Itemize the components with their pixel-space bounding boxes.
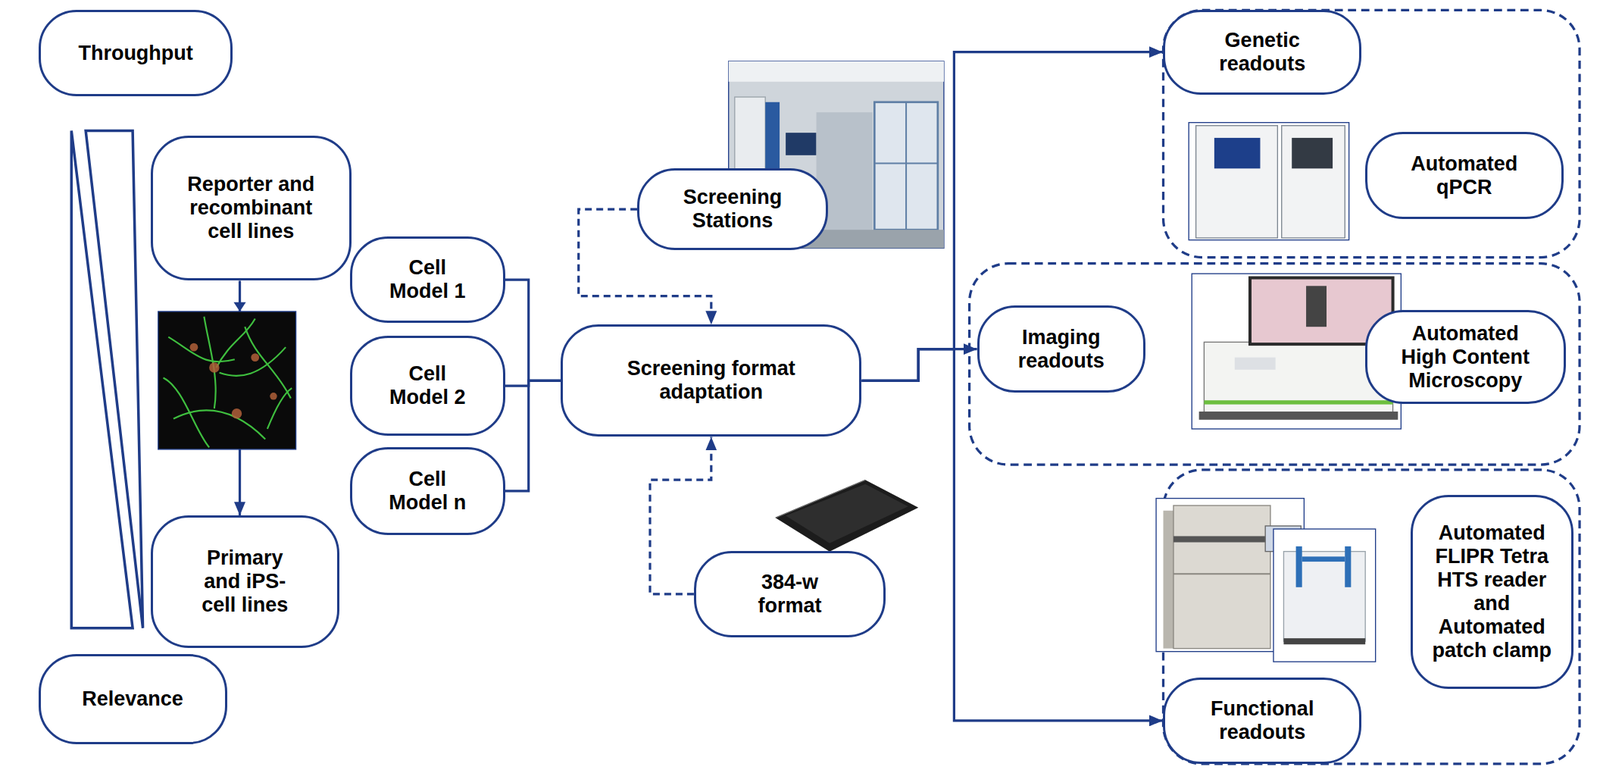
box-label: Cell Model 1 <box>385 256 469 304</box>
box-label: Automated High Content Microscopy <box>1393 321 1538 393</box>
rounded-box: 384-w format <box>693 550 886 638</box>
neuron-micrograph <box>203 316 216 409</box>
patch-clamp-photo <box>1273 528 1376 662</box>
qpcr-instrument-photo <box>1214 137 1261 169</box>
microplate-picture <box>775 479 866 518</box>
imaging-group-outline <box>969 263 1580 465</box>
neuron-micrograph <box>250 353 260 362</box>
high-content-microscope-photo <box>1306 285 1327 327</box>
box-label: Functional readouts <box>1201 696 1323 744</box>
microplate-picture <box>775 479 919 551</box>
connector-arrow <box>861 349 1163 721</box>
neuron-micrograph <box>231 408 242 419</box>
box-label: Reporter and recombinant cell lines <box>181 172 320 244</box>
neuron-micrograph <box>209 362 219 372</box>
neuron-micrograph <box>269 392 277 400</box>
qpcr-instrument-photo <box>1188 122 1349 241</box>
throughput-wedge <box>85 130 143 628</box>
patch-clamp-photo <box>1344 546 1351 588</box>
relevance-wedge <box>71 130 133 628</box>
functional-group-outline <box>1163 469 1581 764</box>
rounded-box: Screening format adaptation <box>560 324 862 437</box>
rounded-box: Relevance <box>38 653 228 744</box>
high-content-microscope-photo <box>1199 411 1399 420</box>
rounded-box: Automated qPCR <box>1365 131 1563 219</box>
patch-clamp-photo <box>1296 546 1303 588</box>
rounded-box: Throughput <box>38 9 233 97</box>
patch-clamp-photo <box>1273 528 1376 662</box>
tradeoff-wedges <box>71 130 143 628</box>
high-content-microscope-photo <box>1203 400 1393 404</box>
box-label: Throughput <box>78 41 193 66</box>
box-label: Primary and iPS- cell lines <box>197 546 293 617</box>
neuron-micrograph <box>168 337 235 363</box>
rounded-box: Screening Stations <box>637 168 829 250</box>
neuron-micrograph <box>244 326 291 398</box>
rounded-box: Automated High Content Microscopy <box>1365 309 1566 404</box>
screening-lab-photo <box>905 102 907 230</box>
rounded-box: Imaging readouts <box>977 305 1146 392</box>
box-label: Automated FLIPR Tetra HTS reader and Aut… <box>1426 521 1557 663</box>
box-label: Automated qPCR <box>1400 152 1529 200</box>
microplate-picture <box>775 479 919 551</box>
box-label: Relevance <box>81 687 184 711</box>
box-label: Screening Stations <box>656 185 809 233</box>
neuron-micrograph <box>190 343 199 352</box>
screening-lab-photo <box>785 132 816 156</box>
connector-arrow <box>505 279 561 381</box>
genetic-group-outline <box>1163 9 1581 257</box>
rounded-box: Genetic readouts <box>1162 9 1363 95</box>
box-label: 384-w format <box>744 570 836 618</box>
high-content-microscope-photo <box>1234 357 1276 370</box>
neuron-micrograph <box>267 387 292 429</box>
screening-lab-photo <box>728 61 944 82</box>
readout-group-outlines <box>969 9 1580 763</box>
patch-clamp-photo <box>1283 637 1366 644</box>
neuron-micrograph <box>219 346 287 376</box>
rounded-box: Functional readouts <box>1162 677 1363 763</box>
box-label: Imaging readouts <box>1004 325 1119 373</box>
box-label: Screening format adaptation <box>612 356 810 404</box>
neuron-micrograph <box>163 316 293 447</box>
flipr-reader-photo <box>1173 505 1271 649</box>
arrow-head <box>233 302 246 312</box>
box-label: Cell Model 2 <box>385 362 469 410</box>
connector-arrow <box>505 380 561 491</box>
neuron-micrograph <box>173 409 266 439</box>
qpcr-instrument-photo <box>1291 137 1333 169</box>
microplate-picture <box>785 484 909 544</box>
neuron-micrograph <box>163 378 210 448</box>
rounded-box: Primary and iPS- cell lines <box>150 515 340 648</box>
neuron-micrograph <box>158 311 297 450</box>
screening-lab-photo <box>874 102 938 230</box>
rounded-box: Automated FLIPR Tetra HTS reader and Aut… <box>1410 494 1574 689</box>
qpcr-instrument-photo <box>1196 125 1279 238</box>
rounded-box: Reporter and recombinant cell lines <box>150 135 352 281</box>
flipr-reader-photo <box>1173 535 1271 542</box>
box-label: Cell Model n <box>385 467 469 515</box>
rounded-box: Cell Model 1 <box>350 236 506 322</box>
neuron-micrograph <box>190 343 278 419</box>
box-label: Genetic readouts <box>1205 28 1319 76</box>
neuron-micrograph <box>216 318 256 368</box>
flipr-reader-photo <box>1173 572 1271 575</box>
rounded-box: Cell Model 2 <box>350 335 506 436</box>
qpcr-instrument-photo <box>1188 122 1349 241</box>
screening-lab-photo <box>874 162 938 165</box>
rounded-box: Cell Model n <box>350 446 506 535</box>
patch-clamp-photo <box>1302 556 1346 562</box>
qpcr-instrument-photo <box>1281 125 1346 238</box>
neuron-micrograph <box>158 311 297 450</box>
